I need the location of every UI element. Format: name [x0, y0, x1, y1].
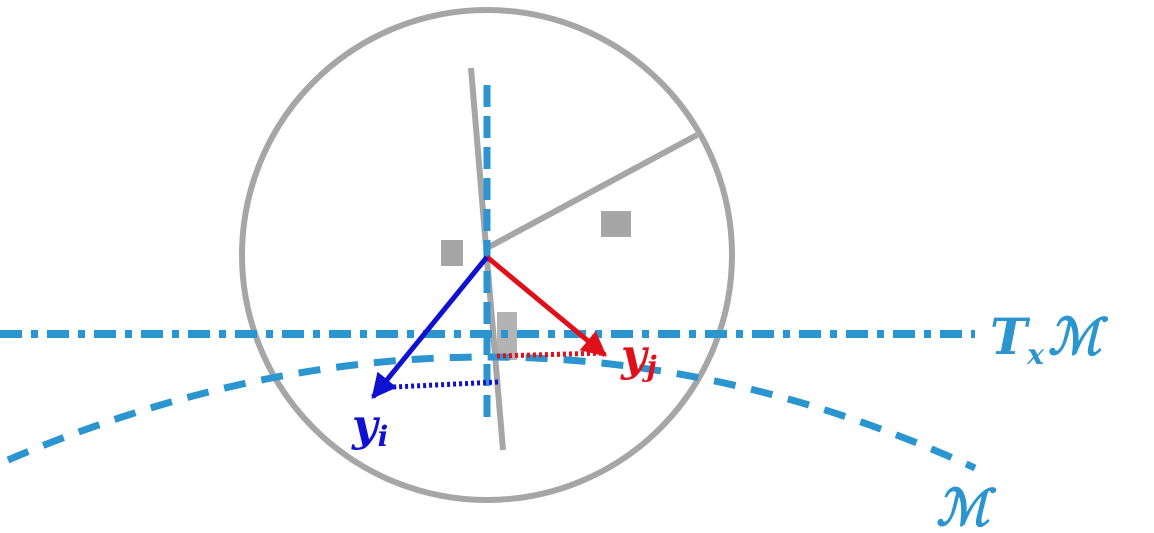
- vector-yi-arrow: [371, 255, 489, 399]
- label-tangent-manifold: ℳ: [1048, 307, 1109, 366]
- label-yi-sub: i: [378, 420, 389, 453]
- vector-yj-arrow: [485, 255, 607, 357]
- manifold-curve: [6, 353, 977, 472]
- blue-projection-dotted: [372, 379, 499, 391]
- label-yi: yi: [351, 400, 388, 453]
- label-tangent-sub: x: [1026, 338, 1044, 371]
- label-manifold: ℳ: [936, 478, 997, 533]
- radius-label-marker: [601, 211, 631, 237]
- label-tangent-main: T: [990, 307, 1031, 366]
- radius-line: [485, 132, 699, 251]
- label-tangent-space: Txℳ: [990, 307, 1109, 371]
- sphere-circle: [239, 7, 735, 503]
- label-yi-main: y: [351, 400, 381, 451]
- label-yj: yj: [620, 330, 657, 383]
- label-yj-main: y: [620, 330, 650, 381]
- center-point-marker: [441, 240, 463, 266]
